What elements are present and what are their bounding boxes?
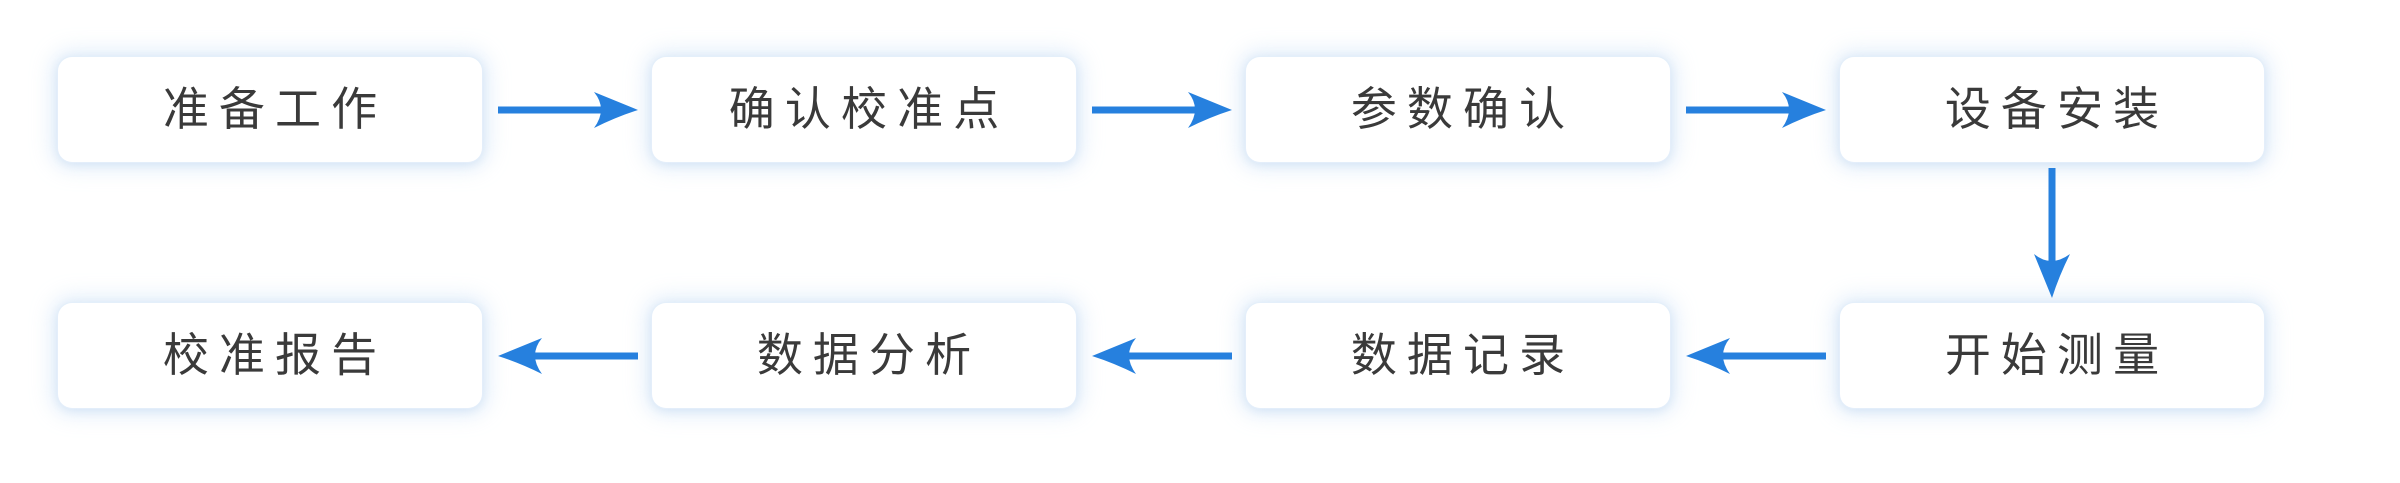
- flow-node-label: 数据记录: [1350, 329, 1576, 381]
- flow-node-data-analysis[interactable]: 数据分析: [652, 303, 1076, 408]
- flow-node-start-measurement[interactable]: 开始测量: [1840, 303, 2264, 408]
- flow-node-equipment-installation[interactable]: 设备安装: [1840, 57, 2264, 162]
- flow-node-label: 准备工作: [162, 83, 388, 135]
- flow-node-label: 数据分析: [756, 329, 982, 381]
- arrow-left-analysis-to-report: [498, 332, 638, 380]
- flow-node-label: 校准报告: [162, 329, 388, 381]
- flow-node-calibration-report[interactable]: 校准报告: [58, 303, 482, 408]
- flow-node-label: 参数确认: [1350, 83, 1576, 135]
- flow-node-label: 开始测量: [1944, 329, 2170, 381]
- flow-node-parameter-confirmation[interactable]: 参数确认: [1246, 57, 1670, 162]
- flow-node-label: 确认校准点: [728, 83, 1010, 135]
- flow-node-label: 设备安装: [1944, 83, 2170, 135]
- arrow-right-parameter-to-installation: [1686, 86, 1826, 134]
- flow-node-data-recording[interactable]: 数据记录: [1246, 303, 1670, 408]
- arrow-down-installation-to-measurement: [2028, 168, 2076, 298]
- arrow-right-preparation-to-confirm-points: [498, 86, 638, 134]
- flow-node-confirm-calibration-points[interactable]: 确认校准点: [652, 57, 1076, 162]
- flow-node-preparation[interactable]: 准备工作: [58, 57, 482, 162]
- arrow-left-measurement-to-recording: [1686, 332, 1826, 380]
- arrow-left-recording-to-analysis: [1092, 332, 1232, 380]
- arrow-right-confirm-points-to-parameter: [1092, 86, 1232, 134]
